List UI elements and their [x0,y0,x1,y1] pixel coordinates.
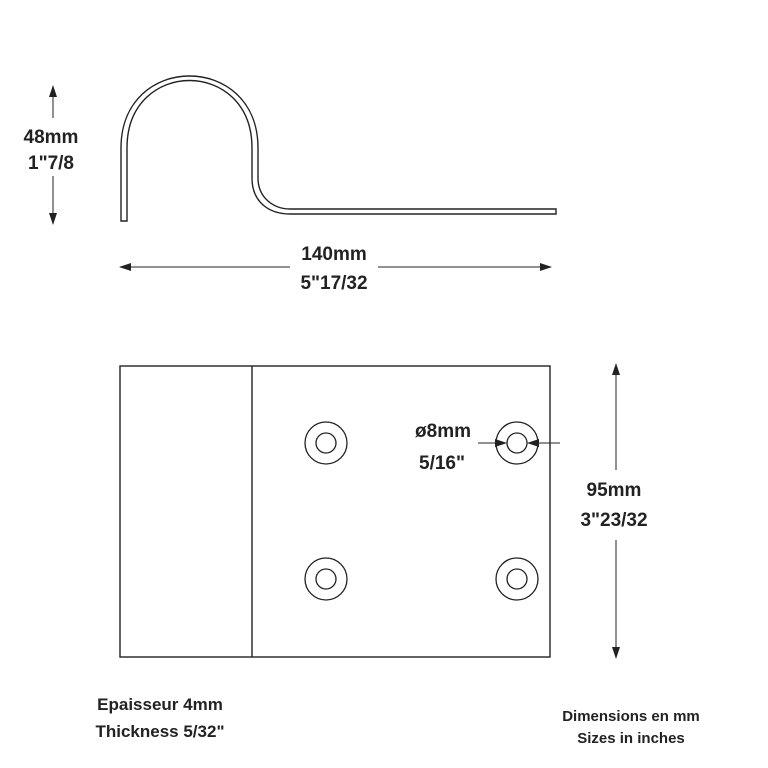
width-mm-label: 95mm [587,480,642,501]
units-fr-label: Dimensions en mm [562,708,700,725]
length-dimension: 140mm 5"17/32 [119,244,552,294]
thickness-note: Epaisseur 4mm Thickness 5/32" [95,695,224,741]
length-mm-label: 140mm [301,244,367,265]
width-in-label: 3"23/32 [580,510,647,531]
hole-diameter-mm-label: ø8mm [415,421,471,442]
thickness-en-label: Thickness 5/32" [95,722,224,741]
width-dimension: 95mm 3"23/32 [580,363,648,659]
units-note: Dimensions en mm Sizes in inches [562,708,700,747]
height-dimension: 48mm 1"7/8 [24,85,79,225]
plate-outline [119,365,551,658]
mounting-hole [495,557,539,601]
units-en-label: Sizes in inches [577,730,685,747]
thickness-fr-label: Epaisseur 4mm [97,695,223,714]
mounting-hole [304,421,348,465]
length-in-label: 5"17/32 [300,273,367,294]
hole-diameter-in-label: 5/16" [419,453,465,474]
side-view: 48mm 1"7/8 140mm 5"17/32 [24,75,557,294]
mounting-hole [304,557,348,601]
plan-view: ø8mm 5/16" 95mm 3"23/32 [119,363,648,659]
height-mm-label: 48mm [24,127,79,148]
hole-diameter-dimension: ø8mm 5/16" [415,421,560,474]
height-in-label: 1"7/8 [28,153,74,174]
hook-profile [120,75,557,222]
